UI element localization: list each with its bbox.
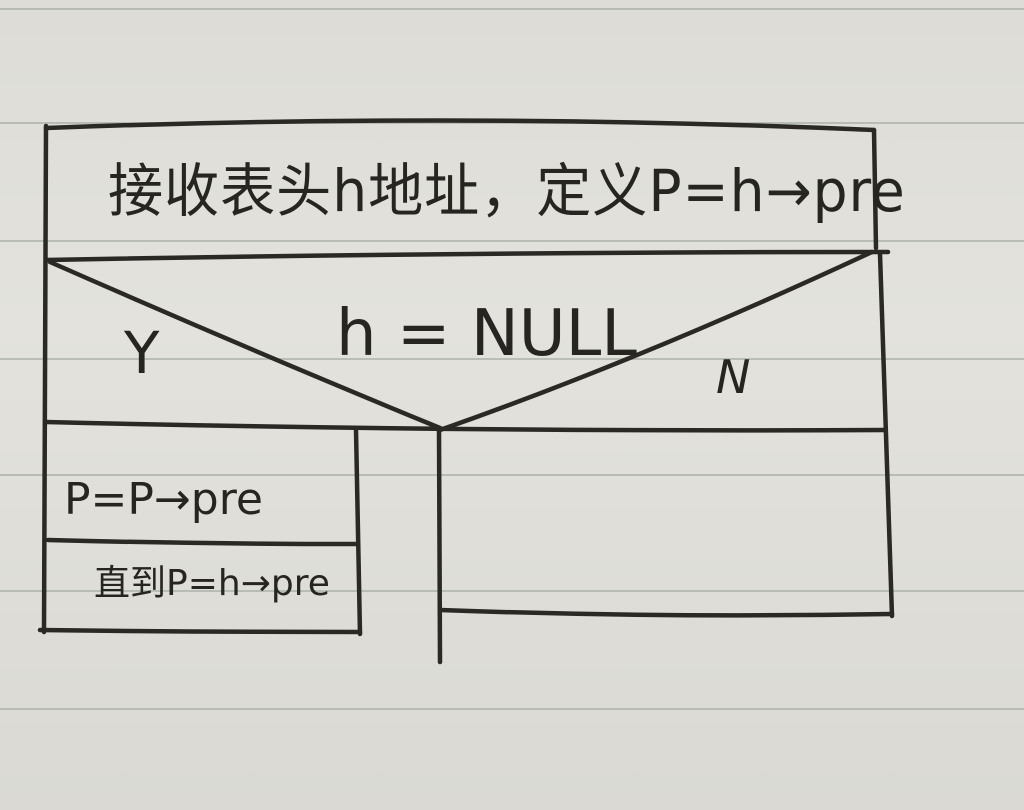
yes-label: Y [124, 319, 160, 387]
header-text: 接收表头h地址，定义P=h→pre [108, 157, 906, 225]
yes-statement-2: 直到P=h→pre [94, 563, 330, 604]
yes-statement-divider [45, 537, 359, 547]
condition-text: h = NULL [336, 297, 637, 371]
ruled-line [0, 590, 1024, 592]
ruled-line [0, 474, 1024, 476]
no-label: N [716, 350, 751, 404]
branch-split-line [436, 427, 443, 665]
header-box-top [43, 118, 877, 133]
header-box-right [871, 127, 879, 251]
ruled-line [0, 8, 1024, 10]
condition-diagonal-no [437, 249, 875, 433]
ruled-line [0, 708, 1024, 710]
frame-right-border [877, 251, 895, 619]
frame-left-border [41, 123, 49, 635]
yes-box-bottom [37, 627, 363, 635]
yes-statement-1: P=P→pre [64, 474, 263, 525]
condition-box-top [43, 249, 891, 263]
ruled-line [0, 358, 1024, 360]
yes-loop-right [353, 427, 363, 637]
branch-top-line [43, 419, 887, 433]
condition-diagonal-yes [47, 259, 443, 431]
no-box-bottom [437, 607, 895, 618]
ruled-line [0, 240, 1024, 242]
